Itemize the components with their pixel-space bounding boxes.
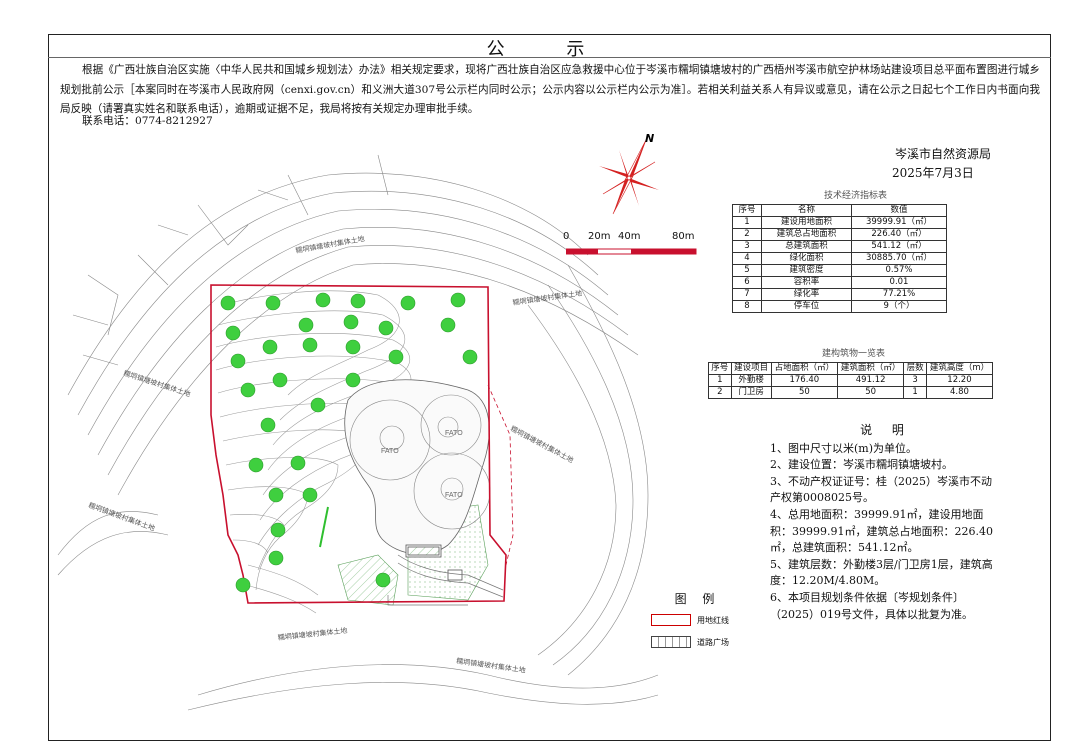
land-labels: 糯垌镇塘坡村集体土地 糯垌镇塘坡村集体土地 糯垌镇塘坡村集体土地 糯垌镇塘坡村集… — [87, 234, 582, 675]
contact-phone: 联系电话：0774-8212927 — [82, 115, 213, 127]
notice-frame — [48, 34, 1051, 741]
notes-heading: 说 明 — [860, 423, 912, 437]
bld-header-item: 建设项目 — [730, 362, 772, 375]
tech-header-no: 序号 — [732, 204, 762, 217]
notice-date: 2025年7月3日 — [892, 166, 974, 180]
notice-paragraph: 根据《广西壮族自治区实施〈中华人民共和国城乡规划法〉办法》相关规定要求，现将广西… — [60, 64, 1040, 115]
land-label-4: 糯垌镇塘坡村集体土地 — [509, 424, 575, 465]
helipad-label-2: FATO — [445, 430, 463, 437]
note-item: 5、建筑层数：外勤楼3层/门卫房1层，建筑高度：12.20M/4.80M。 — [770, 557, 993, 588]
note-item: 1、图中尺寸以米(m)为单位。 — [770, 441, 918, 455]
dashed-boundary — [487, 384, 514, 566]
helipad-label-1: FATO — [381, 448, 399, 455]
land-label-6: 糯垌镇塘坡村集体土地 — [277, 626, 348, 642]
tech-header-value: 数值 — [851, 204, 947, 217]
red-boundary — [210, 284, 507, 604]
bld-header-height: 建筑高度（m） — [925, 362, 994, 375]
helipads — [349, 394, 491, 530]
notes-section: 说 明 1、图中尺寸以米(m)为单位。 2、建设位置：岑溪市糯垌镇塘坡村。 3、… — [770, 422, 1002, 623]
north-label: N — [645, 132, 654, 145]
land-label-1: 糯垌镇塘坡村集体土地 — [295, 234, 365, 255]
scale-label-20: 20m — [588, 231, 611, 242]
scale-graphic — [566, 248, 697, 255]
land-label-3: 糯垌镇塘坡村集体土地 — [122, 368, 191, 398]
bld-header-footprint: 占地面积（㎡） — [770, 362, 839, 375]
issuing-agency: 岑溪市自然资源局 — [895, 147, 992, 161]
bld-header-floors: 层数 — [903, 362, 927, 375]
tech-header-name: 名称 — [761, 204, 852, 217]
north-arrow-icon: N — [599, 132, 659, 215]
terrain-contours — [57, 154, 659, 711]
helipad-label-3: FATO — [445, 492, 463, 499]
note-item: 4、总用地面积：39999.91㎡，建设用地面积：39999.91㎡，建筑总占地… — [770, 507, 993, 555]
building-table-caption: 建构筑物一览表 — [822, 349, 886, 359]
note-item: 6、本项目规划条件依据〔岑规划条件〕（2025）019号文件，具体以批复为准。 — [770, 590, 973, 621]
site-roads — [387, 554, 504, 606]
site-plan-map: FATO FATO FATO 糯垌镇塘坡村集体土地 糯垌镇塘坡村集体土地 糯垌镇… — [57, 154, 659, 711]
scale-label-80: 80m — [672, 231, 695, 242]
legend: 图 例 用地红线 道路广场 — [645, 590, 750, 658]
land-label-5: 糯垌镇塘坡村集体土地 — [87, 500, 156, 532]
bld-header-floorarea: 建筑面积（㎡） — [836, 362, 905, 375]
legend-label-boundary: 用地红线 — [697, 616, 729, 625]
helipad-area — [344, 379, 490, 555]
scale-label-40: 40m — [618, 231, 641, 242]
legend-title: 图 例 — [674, 592, 721, 606]
boundary-line-icon — [651, 614, 691, 626]
note-item: 2、建设位置：岑溪市糯垌镇塘坡村。 — [770, 458, 953, 472]
title-bar: 公 示 — [48, 34, 1051, 60]
bld-header-no: 序号 — [708, 362, 732, 375]
notice-title: 公 示 — [486, 39, 613, 60]
trees — [220, 292, 478, 593]
tech-table-caption: 技术经济指标表 — [824, 191, 888, 201]
green-marker — [319, 506, 329, 548]
note-item: 3、不动产权证证号：桂（2025）岑溪市不动产权第0008025号。 — [770, 474, 992, 505]
scale-label-0: 0 — [563, 231, 570, 242]
hatched-slope — [337, 554, 399, 606]
land-label-7: 糯垌镇塘坡村集体土地 — [456, 656, 527, 675]
road-plaza-icon — [651, 636, 691, 648]
legend-label-road: 道路广场 — [697, 638, 729, 647]
site-buildings — [405, 544, 463, 581]
